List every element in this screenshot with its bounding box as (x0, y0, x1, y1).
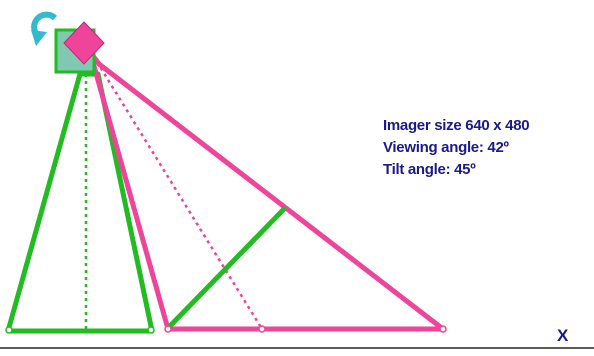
marker-far-pink (439, 325, 447, 333)
pink-diamond-camera-icon (63, 21, 105, 65)
ground-markers (5, 325, 447, 334)
x-axis-label: X (557, 326, 569, 345)
imager-plane-line (165, 206, 287, 331)
marker-right-green (147, 326, 155, 334)
imager-size-text: Imager size 640 x 480 (383, 117, 530, 134)
viewing-angle-text: Viewing angle: 42º (383, 139, 509, 156)
marker-left-green (5, 326, 13, 334)
marker-center-pink (258, 325, 266, 333)
rotate-arrow-icon (31, 11, 58, 46)
marker-near-pink (164, 325, 172, 333)
tilted-camera-optical-axis (95, 61, 264, 330)
tilt-angle-text: Tilt angle: 45º (383, 161, 476, 178)
